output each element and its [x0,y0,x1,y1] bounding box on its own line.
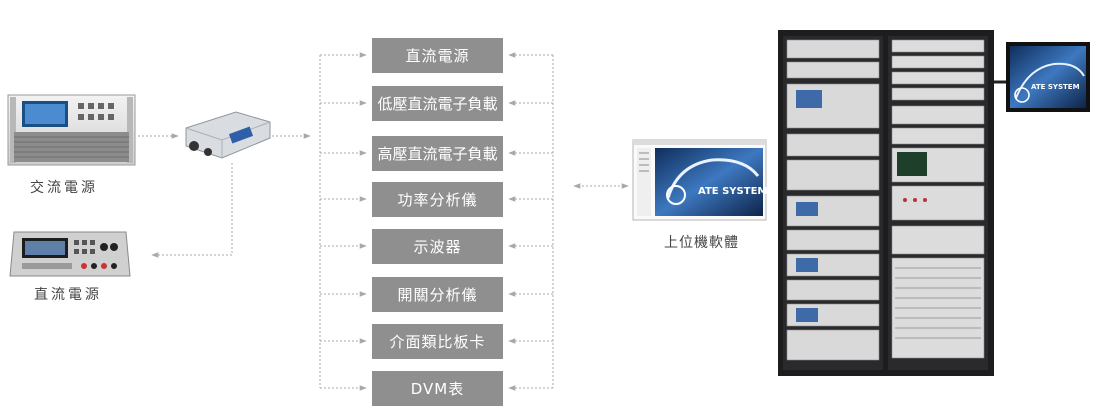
ac-power-source-label: 交流電源 [30,180,98,196]
dc-power-source-label: 直流電源 [34,287,102,303]
instrument-box-dvm: DVM表 [372,371,503,406]
host-software-label: 上位機軟體 [664,235,739,251]
right-bus-arrows [508,52,553,391]
instrument-box-power-analyzer: 功率分析儀 [372,182,503,217]
monitor-screen-brand: ATE SYSTEM [1031,83,1080,91]
instrument-box-high-voltage-load: 高壓直流電子負載 [372,136,503,171]
ac-power-source-device [7,94,136,166]
instrument-box-low-voltage-load: 低壓直流電子負載 [372,86,503,121]
instrument-box-oscilloscope: 示波器 [372,229,503,264]
rack-monitor [994,42,1090,112]
controller-box-device [185,111,271,159]
instrument-box-interface-board: 介面類比板卡 [372,324,503,359]
left-bus-arrows [320,52,367,391]
host-screen-brand: ATE SYSTEM [698,186,768,197]
instrument-box-dc-power: 直流電源 [372,38,503,73]
connector-lines [138,55,629,388]
host-software-window [632,139,767,221]
instrument-box-switch-analyzer: 開關分析儀 [372,277,503,312]
dc-power-source-device [9,231,131,277]
ate-rack-cabinet [778,30,994,376]
